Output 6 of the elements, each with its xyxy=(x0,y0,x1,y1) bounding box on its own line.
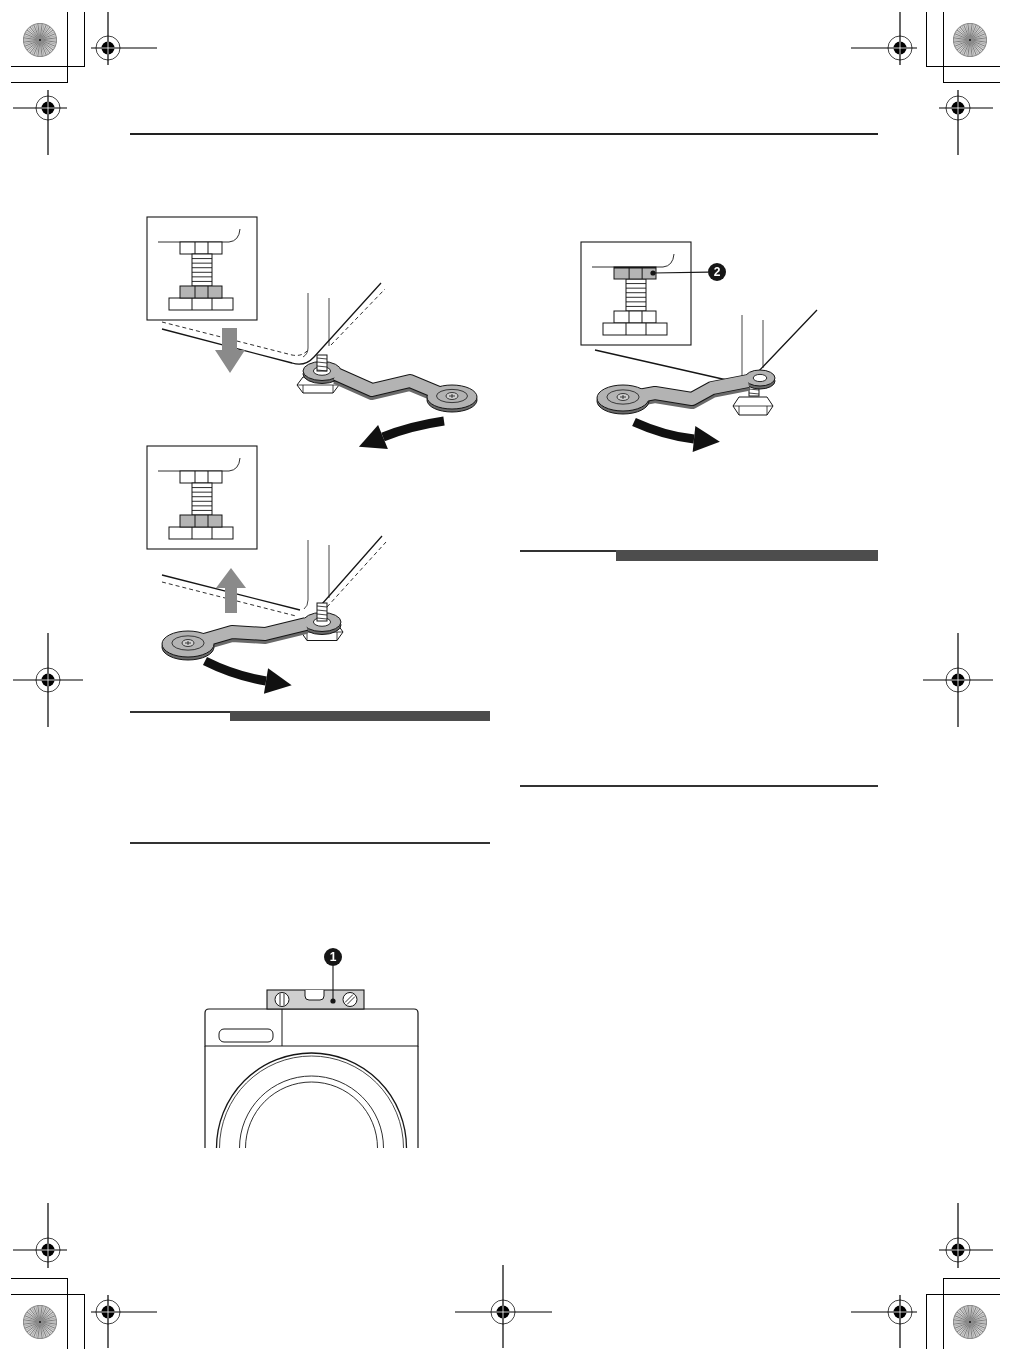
leader-line xyxy=(650,270,709,276)
leader-line xyxy=(330,965,336,1004)
spirit-level xyxy=(266,989,365,1010)
callout-number: 1 xyxy=(324,948,342,966)
callout-number: 2 xyxy=(708,263,726,281)
lock-nut xyxy=(613,266,657,280)
